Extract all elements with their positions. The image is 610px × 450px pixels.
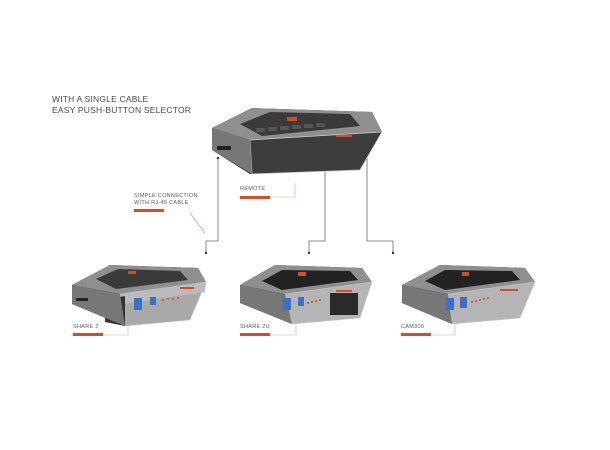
line-remote-cam300 bbox=[366, 147, 394, 252]
label-remote: REMOTE bbox=[240, 186, 266, 192]
callout-leader bbox=[189, 212, 206, 234]
callout-line-1: SIMPLE CONNECTION bbox=[134, 193, 198, 199]
line-remote-share2 bbox=[205, 158, 219, 252]
connection-lines bbox=[205, 147, 394, 252]
line-remote-share2u bbox=[308, 165, 326, 252]
diagram-heading: WITH A SINGLE CABLE EASY PUSH-BUTTON SEL… bbox=[52, 94, 191, 116]
callout-line-2: WITH RJ-45 CABLE bbox=[134, 200, 189, 206]
heading-line-1: WITH A SINGLE CABLE bbox=[52, 94, 149, 104]
label-cam300: CAM300 bbox=[401, 324, 425, 330]
heading-line-2: EASY PUSH-BUTTON SELECTOR bbox=[52, 105, 192, 115]
share2u-accent-bar bbox=[240, 333, 270, 336]
label-share2: SHARE 2 bbox=[73, 324, 99, 330]
label-share2u: SHARE 2U bbox=[240, 324, 270, 330]
device-cam300 bbox=[402, 265, 536, 325]
callout-accent-bar bbox=[134, 209, 164, 212]
remote-accent-bar bbox=[240, 196, 270, 199]
device-share2u bbox=[240, 265, 373, 325]
rj45-callout: SIMPLE CONNECTION WITH RJ-45 CABLE bbox=[134, 193, 198, 207]
device-share2 bbox=[72, 265, 207, 327]
cam300-accent-bar bbox=[401, 333, 431, 336]
device-remote bbox=[212, 108, 383, 175]
share2-accent-bar bbox=[73, 333, 103, 336]
